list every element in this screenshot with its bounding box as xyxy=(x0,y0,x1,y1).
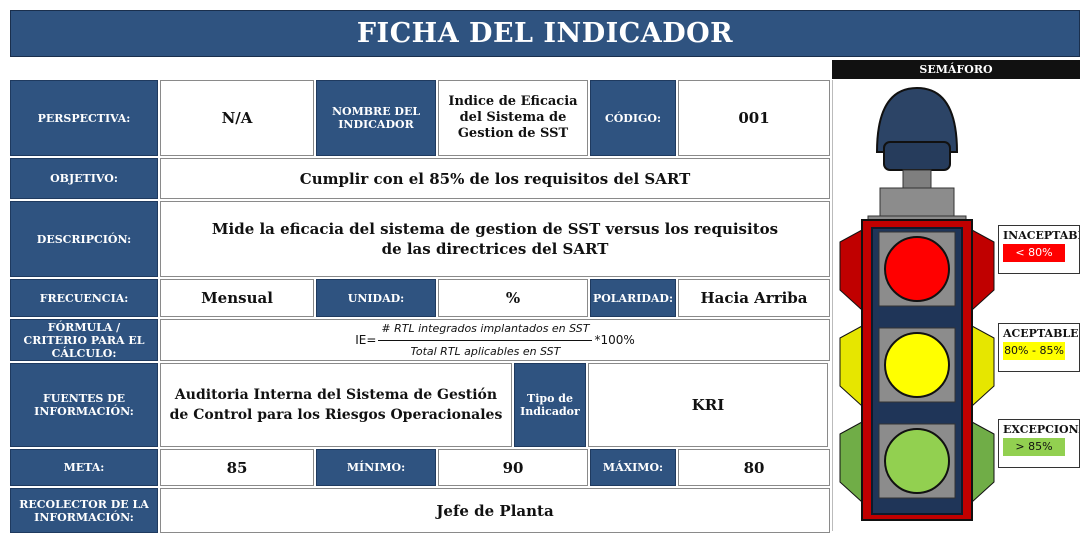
fuentes-label: FUENTES DE INFORMACIÓN: xyxy=(10,363,158,447)
recolector-label: RECOLECTOR DE LA INFORMACIÓN: xyxy=(10,488,158,533)
meta-value: 85 xyxy=(160,449,314,486)
row-frecuencia: FRECUENCIA: Mensual UNIDAD: % POLARIDAD:… xyxy=(10,279,830,317)
row-fuentes: FUENTES DE INFORMACIÓN: Auditoria Intern… xyxy=(10,363,830,447)
descripcion-value: Mide la eficacia del sistema de gestion … xyxy=(160,201,830,277)
legend-aceptable-value: 80% - 85% xyxy=(1003,342,1065,360)
nombre-value: Indice de Eficacia del Sistema de Gestio… xyxy=(438,80,588,156)
perspectiva-value: N/A xyxy=(160,80,314,156)
codigo-label: CÓDIGO: xyxy=(590,80,676,156)
legend-excepcional: EXCEPCIONAL > 85% xyxy=(998,419,1080,468)
descripcion-label: DESCRIPCIÓN: xyxy=(10,201,158,277)
row-perspectiva: PERSPECTIVA: N/A NOMBRE DEL INDICADOR In… xyxy=(10,80,830,156)
objetivo-label: OBJETIVO: xyxy=(10,158,158,199)
frecuencia-value: Mensual xyxy=(160,279,314,317)
formula-numerator: # RTL integrados implantados en SST xyxy=(378,319,593,341)
row-formula: FÓRMULA / CRITERIO PARA EL CÁLCULO: IE= … xyxy=(10,319,830,361)
maximo-label: MÁXIMO: xyxy=(590,449,676,486)
legend-inaceptable-label: INACEPTABLE xyxy=(1003,229,1079,242)
maximo-value: 80 xyxy=(678,449,830,486)
tipo-value: KRI xyxy=(588,363,828,447)
tipo-label: Tipo de Indicador xyxy=(514,363,586,447)
polaridad-value: Hacia Arriba xyxy=(678,279,830,317)
semaforo-header: SEMÁFORO xyxy=(832,60,1080,79)
perspectiva-label: PERSPECTIVA: xyxy=(10,80,158,156)
indicator-sheet: PERSPECTIVA: N/A NOMBRE DEL INDICADOR In… xyxy=(10,80,830,533)
formula-value: IE= # RTL integrados implantados en SST … xyxy=(160,319,830,361)
codigo-value: 001 xyxy=(678,80,830,156)
row-objetivo: OBJETIVO: Cumplir con el 85% de los requ… xyxy=(10,158,830,199)
formula-label: FÓRMULA / CRITERIO PARA EL CÁLCULO: xyxy=(10,319,158,361)
formula-suffix: *100% xyxy=(594,333,635,347)
legend-inaceptable: INACEPTABLE < 80% xyxy=(998,225,1080,274)
unidad-label: UNIDAD: xyxy=(316,279,436,317)
legend-aceptable-label: ACEPTABLE xyxy=(1003,327,1079,340)
row-descripcion: DESCRIPCIÓN: Mide la eficacia del sistem… xyxy=(10,201,830,277)
formula-prefix: IE= xyxy=(355,333,377,347)
row-meta: META: 85 MÍNIMO: 90 MÁXIMO: 80 xyxy=(10,449,830,486)
semaforo-panel xyxy=(832,80,1080,531)
unidad-value: % xyxy=(438,279,588,317)
formula-fraction: # RTL integrados implantados en SST Tota… xyxy=(378,319,593,362)
page-title: FICHA DEL INDICADOR xyxy=(10,10,1080,57)
minimo-value: 90 xyxy=(438,449,588,486)
fuentes-value: Auditoria Interna del Sistema de Gestión… xyxy=(160,363,512,447)
polaridad-label: POLARIDAD: xyxy=(590,279,676,317)
frecuencia-label: FRECUENCIA: xyxy=(10,279,158,317)
objetivo-value: Cumplir con el 85% de los requisitos del… xyxy=(160,158,830,199)
legend-aceptable: ACEPTABLE 80% - 85% xyxy=(998,323,1080,372)
recolector-value: Jefe de Planta xyxy=(160,488,830,533)
row-recolector: RECOLECTOR DE LA INFORMACIÓN: Jefe de Pl… xyxy=(10,488,830,533)
meta-label: META: xyxy=(10,449,158,486)
traffic-light-icon xyxy=(839,86,995,521)
legend-inaceptable-value: < 80% xyxy=(1003,244,1065,262)
minimo-label: MÍNIMO: xyxy=(316,449,436,486)
nombre-label: NOMBRE DEL INDICADOR xyxy=(316,80,436,156)
legend-excepcional-value: > 85% xyxy=(1003,438,1065,456)
formula-denominator: Total RTL aplicables en SST xyxy=(410,344,561,358)
legend-excepcional-label: EXCEPCIONAL xyxy=(1003,423,1079,436)
